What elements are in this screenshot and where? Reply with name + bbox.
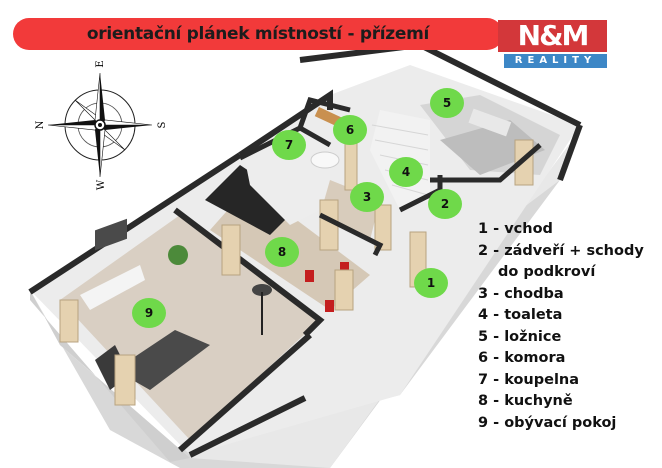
- legend-item: 2 - zádveří + schody: [478, 242, 644, 259]
- page-title-banner: orientační plánek místností - přízemí: [13, 18, 503, 50]
- room-badge-9: 9: [132, 298, 166, 328]
- company-logo: N&M REALITY: [498, 20, 607, 68]
- logo-subtitle: REALITY: [504, 54, 607, 68]
- room-legend: 1 - vchod 2 - zádveří + schody do podkro…: [478, 219, 644, 434]
- compass-rose-icon: E N S W: [35, 60, 168, 190]
- room-badge-7: 7: [272, 130, 306, 160]
- compass-label-bottom: W: [96, 179, 107, 190]
- room-badge-1: 1: [414, 268, 448, 298]
- room-badge-2: 2: [428, 189, 462, 219]
- legend-item: 1 - vchod: [478, 221, 553, 237]
- legend-item: 8 - kuchyně: [478, 393, 573, 409]
- compass-label-right: S: [157, 121, 168, 128]
- legend-item: 9 - obývací pokoj: [478, 414, 617, 431]
- room-badge-4: 4: [389, 157, 423, 187]
- legend-item: 4 - toaleta: [478, 307, 563, 323]
- legend-item: 7 - koupelna: [478, 371, 580, 388]
- page-title: orientační plánek místností - přízemí: [86, 24, 430, 44]
- logo-brand: N&M: [498, 20, 607, 52]
- compass-label-left: N: [35, 120, 46, 129]
- room-badge-3: 3: [350, 182, 384, 212]
- legend-item: 3 - chodba: [478, 285, 564, 302]
- room-badge-8: 8: [265, 237, 299, 267]
- legend-item-continuation: do podkroví: [498, 264, 596, 280]
- room-badge-6: 6: [333, 115, 367, 145]
- compass-label-top: E: [95, 60, 106, 67]
- legend-item: 6 - komora: [478, 350, 566, 366]
- legend-item: 5 - ložnice: [478, 328, 562, 345]
- room-badge-5: 5: [430, 88, 464, 118]
